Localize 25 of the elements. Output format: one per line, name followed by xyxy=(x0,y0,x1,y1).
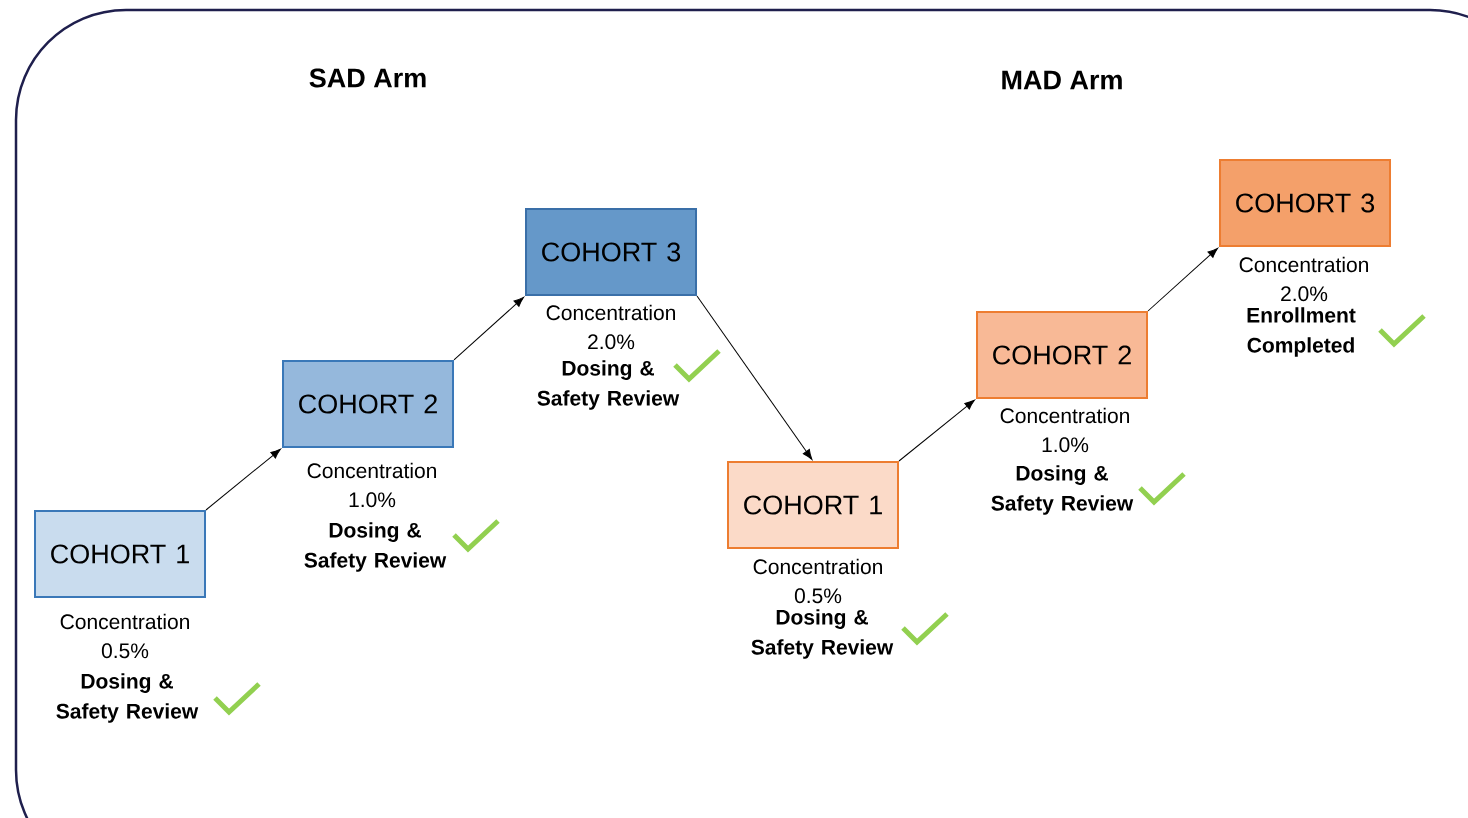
concentration-text: Concentration 1.0% xyxy=(307,462,436,508)
concentration-text: Concentration 2.0% xyxy=(1239,256,1368,302)
concentration-text: Concentration 1.0% xyxy=(1000,407,1129,453)
cohort-box: COHORT 1 xyxy=(727,461,899,549)
arrow xyxy=(898,399,975,462)
arrow xyxy=(696,295,813,460)
status-text: Dosing & Safety Review xyxy=(304,522,447,572)
arrow xyxy=(205,448,281,511)
arrow xyxy=(453,296,524,361)
status-text: Enrollment Completed xyxy=(1247,307,1356,357)
cohort-box: COHORT 2 xyxy=(282,360,454,448)
status-text: Dosing & Safety Review xyxy=(56,673,199,723)
status-text: Dosing & Safety Review xyxy=(751,609,894,659)
cohort-box: COHORT 2 xyxy=(976,311,1148,399)
concentration-text: Concentration 0.5% xyxy=(60,613,189,659)
concentration-text: Concentration 2.0% xyxy=(546,304,675,350)
arm-heading: MAD Arm xyxy=(1002,70,1122,90)
cohort-box: COHORT 3 xyxy=(1219,159,1391,247)
arm-heading: SAD Arm xyxy=(309,68,426,88)
arrow xyxy=(1147,247,1218,312)
concentration-text: Concentration 0.5% xyxy=(753,558,882,604)
cohort-box: COHORT 1 xyxy=(34,510,206,598)
cohort-box: COHORT 3 xyxy=(525,208,697,296)
status-text: Dosing & Safety Review xyxy=(537,360,680,410)
status-text: Dosing & Safety Review xyxy=(991,465,1134,515)
